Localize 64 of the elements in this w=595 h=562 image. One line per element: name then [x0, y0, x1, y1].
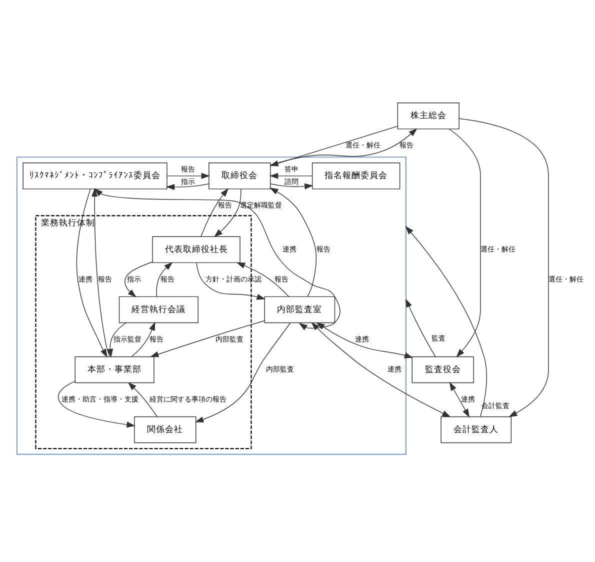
arrow	[236, 262, 290, 296]
node-box: 会計監査人	[440, 416, 512, 443]
node-box: 監査役会	[412, 356, 474, 383]
edge-label: 連携	[282, 244, 297, 253]
edge-label: 連携	[78, 274, 93, 283]
arrow	[269, 187, 317, 296]
arrow	[316, 322, 414, 358]
edge-label: 監査	[431, 333, 446, 342]
arrow	[406, 298, 436, 356]
arrow	[128, 382, 158, 416]
node-box: 指名報酬委員会	[312, 162, 400, 189]
edge-label: 報告	[160, 274, 174, 283]
edge-label: 連携	[354, 334, 369, 344]
edge-label: 選任・解任	[345, 140, 380, 150]
edge-label: 諮問	[284, 176, 298, 186]
edge-label: 連携	[461, 394, 476, 404]
node-box: 内部監査室	[264, 296, 336, 323]
edge-label: 報告	[316, 244, 331, 253]
edge-label: 連携・助言・指導・支援	[62, 394, 139, 404]
edge-label: 指示	[127, 274, 142, 283]
edge-label: 報告	[274, 274, 289, 283]
arrow	[166, 183, 210, 190]
arrow	[94, 188, 340, 330]
arrow	[150, 320, 265, 357]
edge-label: 内部監査	[216, 334, 244, 344]
node-box: 関係会社	[134, 416, 196, 443]
edge-label: 選任・解任	[480, 244, 516, 253]
arrow	[124, 261, 153, 297]
arrow	[107, 322, 126, 358]
arrow	[166, 172, 210, 178]
edge-label: 経営に関する事項の報告	[149, 394, 226, 404]
edge-label: 指示監督	[114, 334, 142, 344]
arrow	[131, 321, 156, 356]
arrow	[311, 322, 451, 417]
arrow	[156, 262, 173, 296]
arrow	[405, 225, 488, 416]
edge-label: 連携	[387, 364, 402, 374]
arrow	[194, 322, 291, 422]
edge-label: 報告	[98, 274, 112, 283]
arrow	[76, 188, 108, 358]
edge-label: 報告	[218, 200, 232, 210]
node-box: 株主総会	[397, 102, 460, 129]
arrow	[200, 188, 229, 236]
arrow	[58, 380, 136, 428]
arrow	[196, 262, 266, 300]
arrow	[458, 118, 549, 417]
node-box: 取締役会	[208, 162, 271, 189]
node-box: 代表取締役社長	[152, 236, 240, 263]
edge-label: 指示	[180, 176, 195, 186]
arrow	[92, 187, 110, 356]
node-box: 本部・事業部	[74, 356, 154, 383]
node-box: 経営執行会議	[118, 296, 198, 323]
edge-label: 選任・解任	[548, 274, 584, 283]
arrow	[214, 188, 242, 237]
arrow	[448, 128, 481, 357]
edge-label: 報告	[180, 164, 195, 174]
arrow	[269, 172, 312, 178]
edge-label: 内部監査	[266, 364, 294, 374]
edge-label: 報告	[400, 140, 414, 150]
arrow	[449, 381, 470, 418]
arrow	[270, 182, 314, 189]
node-box: ﾘｽｸﾏﾈｼﾞﾒﾝﾄ・ｺﾝﾌﾟﾗｲｱﾝｽ委員会	[22, 162, 168, 189]
edge-label: 答申	[284, 164, 298, 174]
edge-label: 報告	[149, 334, 164, 344]
